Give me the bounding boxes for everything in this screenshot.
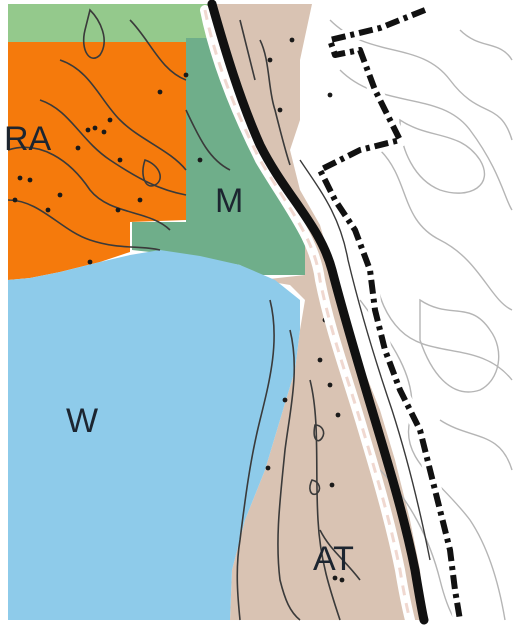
trail-west [200,5,415,625]
feature-dots [12,37,345,583]
boundary-line [313,3,467,622]
dark-contours [7,8,361,621]
road-edge-line [299,159,431,561]
zone-label-m: M [215,182,243,220]
zone-label-ra: RA [4,120,52,158]
zone-w-area [8,250,300,620]
zone-m-area [132,38,305,275]
zone-ra-area [8,42,186,280]
main-road [207,0,429,625]
zone-label-at: AT [313,540,354,578]
upper-green-area [8,4,208,44]
zone-label-w: W [66,402,98,440]
